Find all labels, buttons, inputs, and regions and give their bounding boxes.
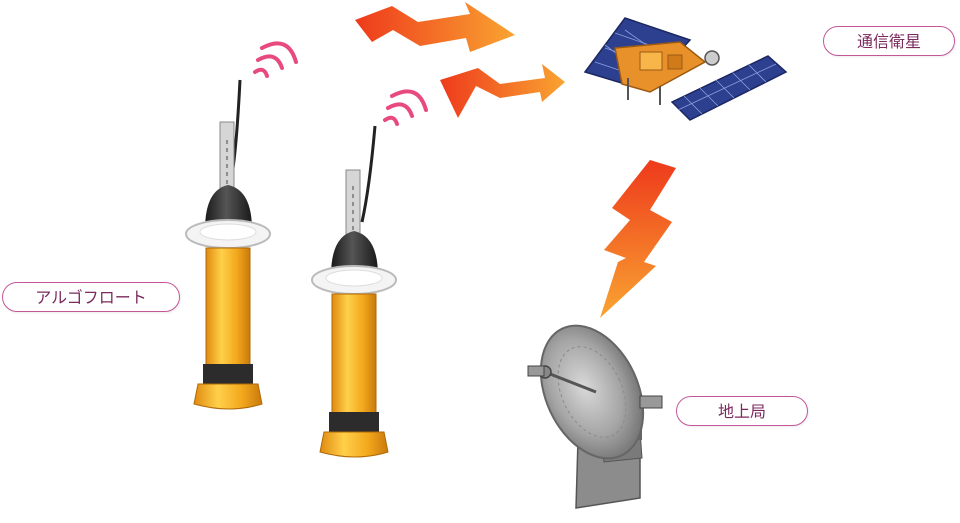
argo-float-illustration [185, 79, 271, 410]
satellite-dish-illustration [527, 324, 663, 509]
lightning-bolt-arrow-icon [600, 160, 676, 318]
lightning-bolt-arrow-icon [440, 64, 565, 118]
signal-waves-icon [383, 89, 428, 126]
satellite-label: 通信衛星 [823, 26, 955, 56]
argo-float-label: アルゴフロート [2, 282, 180, 312]
lightning-bolt-arrow-icon [355, 2, 515, 52]
signal-waves-icon [253, 41, 298, 78]
argo-float-illustration [311, 125, 397, 458]
ground-station-label: 地上局 [676, 396, 808, 426]
satellite-illustration [583, 17, 788, 121]
